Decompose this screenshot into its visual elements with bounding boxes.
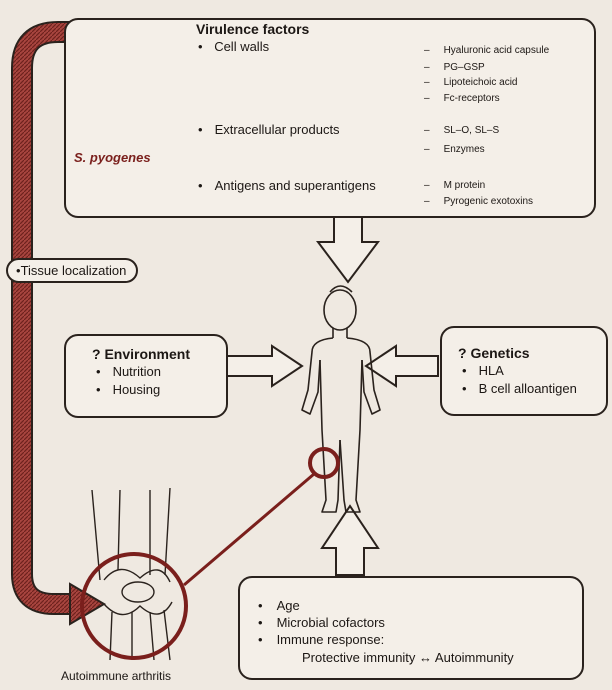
pathway-arrowhead — [69, 582, 106, 626]
factor-item: –Fc-receptors — [424, 93, 500, 104]
extracellular-label: •Extracellular products — [198, 122, 340, 137]
outcome-label: Autoimmune arthritis — [61, 669, 172, 683]
genetics-title: ? Genetics — [458, 345, 530, 361]
magnifier-connector — [183, 472, 315, 587]
organism-label: S. pyogenes — [74, 150, 151, 165]
factor-item: –Hyaluronic acid capsule — [424, 45, 550, 56]
environment-box — [64, 334, 228, 418]
factor-item: –Enzymes — [424, 144, 485, 155]
factor-item: –M protein — [424, 180, 486, 191]
genetics-item: •B cell alloantigen — [462, 381, 577, 396]
immunity-balance: Protective immunity ↔ Autoimmunity — [302, 650, 514, 665]
environment-item: •Nutrition — [96, 364, 161, 379]
knee-joint-icon — [91, 487, 173, 661]
environment-arrow — [224, 344, 304, 388]
factor-item: –PG–GSP — [424, 62, 485, 73]
environment-title: ? Environment — [92, 346, 191, 362]
factor-item: –SL–O, SL–S — [424, 125, 500, 136]
host-factors-box — [238, 576, 584, 680]
genetics-box — [440, 326, 608, 416]
factor-item: –Pyrogenic exotoxins — [424, 196, 534, 207]
knee-highlight-circle — [308, 447, 340, 479]
antigens-label: •Antigens and superantigens — [198, 178, 376, 193]
virulence-arrow — [316, 214, 380, 284]
host-item: •Immune response: — [258, 632, 385, 647]
genetics-item: •HLA — [462, 363, 504, 378]
tissue-localization-badge: •Tissue localization — [6, 258, 139, 283]
factor-item: –Lipoteichoic acid — [424, 77, 518, 88]
human-figure-icon — [301, 285, 381, 513]
host-item: •Age — [258, 598, 300, 613]
virulence-factors-box — [64, 18, 596, 218]
host-arrow — [320, 504, 380, 576]
environment-item: •Housing — [96, 382, 161, 397]
knee-magnified-circle — [80, 552, 188, 660]
genetics-arrow — [364, 344, 439, 388]
cell-walls-label: • Cell walls — [198, 39, 270, 54]
host-item: •Microbial cofactors — [258, 615, 385, 630]
virulence-title: Virulence factors — [196, 21, 310, 37]
